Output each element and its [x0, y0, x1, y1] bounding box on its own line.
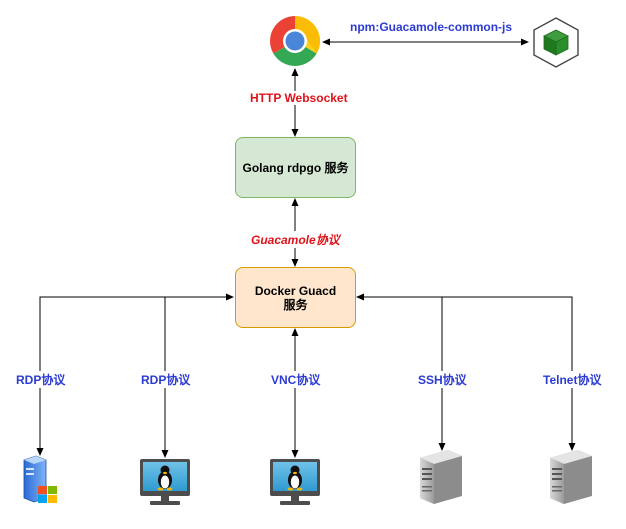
connector-telnet [442, 296, 576, 451]
npm-label: npm:Guacamole-common-js [349, 20, 514, 34]
chrome-icon [270, 16, 320, 66]
package-cube-icon [533, 17, 579, 68]
server-tower-icon [550, 450, 592, 504]
golang-service-label: Golang rdpgo 服务 [242, 160, 349, 175]
golang-rdpgo-service-box[interactable]: Golang rdpgo 服务 [235, 137, 356, 198]
linux-monitor-icon [270, 459, 320, 505]
docker-guacd-service-box[interactable]: Docker Guacd 服务 [235, 267, 356, 328]
guacd-service-label-line1: Docker Guacd [254, 283, 337, 298]
ssh-protocol-label: SSH协议 [417, 371, 468, 388]
server-tower-icon [420, 450, 462, 504]
linux-monitor-icon [140, 459, 190, 505]
guacamole-protocol-label: Guacamole协议 [250, 231, 341, 248]
http-websocket-label: HTTP Websocket [249, 91, 349, 105]
vnc-protocol-label: VNC协议 [270, 371, 322, 388]
guacd-service-label-line2: 服务 [283, 297, 308, 312]
telnet-protocol-label: Telnet协议 [542, 371, 603, 388]
windows-server-icon [23, 455, 57, 503]
connector-rdp-windows [36, 293, 234, 456]
rdp-protocol-label-linux: RDP协议 [140, 371, 192, 388]
rdp-protocol-label-windows: RDP协议 [15, 371, 67, 388]
